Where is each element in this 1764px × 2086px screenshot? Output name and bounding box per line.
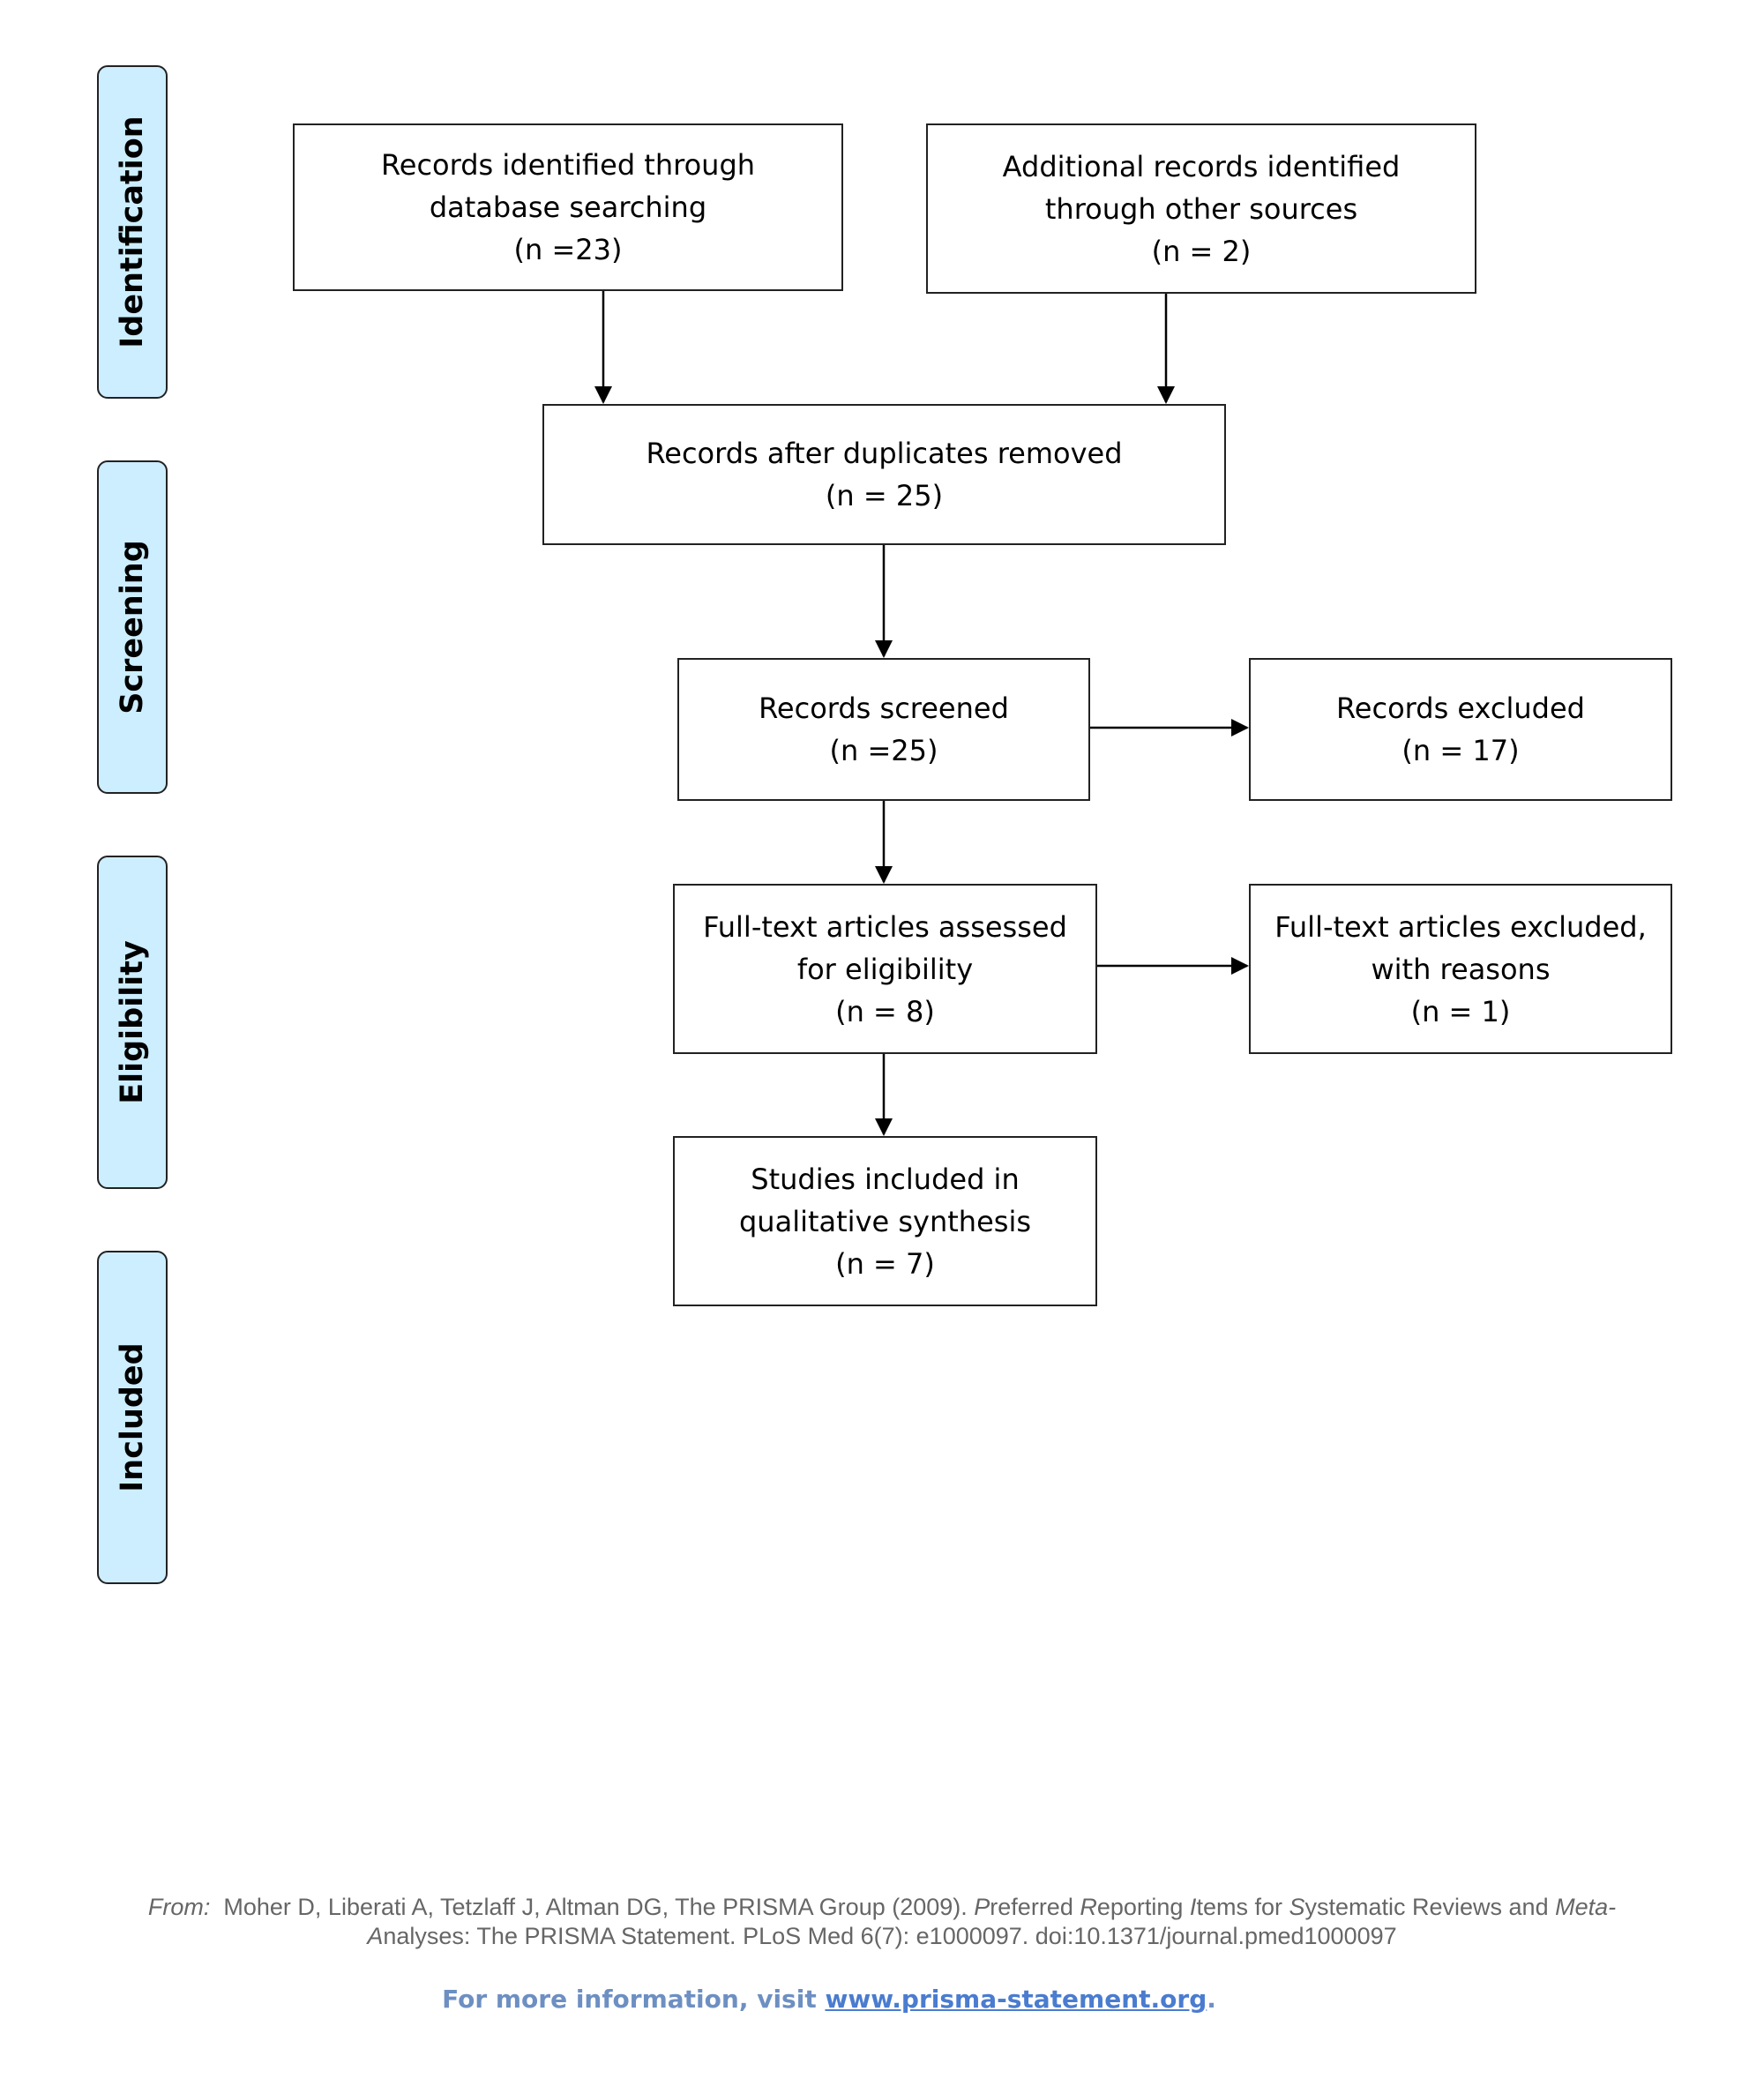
citation-title-ystematic: ystematic Reviews and (1304, 1894, 1556, 1920)
stage-screening: Screening (97, 460, 168, 794)
more-info-period: . (1207, 1985, 1216, 2014)
citation-title-referred: referred (990, 1894, 1080, 1920)
arrowhead-dup-to-screened (875, 640, 893, 658)
box-records-screened: Records screened (n =25) (677, 658, 1090, 801)
box-fulltext-assessed: Full-text articles assessed for eligibil… (673, 884, 1097, 1054)
excluded-line-1: Records excluded (1336, 692, 1585, 725)
box-database-searching: Records identified through database sear… (293, 123, 843, 291)
stage-included: Included (97, 1251, 168, 1584)
other-sources-line-1: Additional records identified (1002, 149, 1401, 183)
dup-removed-line-1: Records after duplicates removed (646, 437, 1123, 470)
db-search-count: (n =23) (513, 233, 623, 266)
screened-count: (n =25) (829, 734, 938, 767)
fulltext-excluded-line-2: with reasons (1371, 952, 1551, 986)
included-count: (n = 7) (835, 1246, 935, 1281)
dup-removed-count: (n = 25) (825, 479, 944, 512)
arrowhead-other-to-dup (1157, 386, 1175, 404)
citation-title-a: A (367, 1923, 384, 1949)
citation-authors: Moher D, Liberati A, Tetzlaff J, Altman … (223, 1894, 975, 1920)
db-search-line-1: Records identified through (380, 148, 756, 182)
arrowhead-fulltext-to-excluded (1231, 957, 1249, 975)
other-sources-count: (n = 2) (1151, 234, 1252, 268)
citation-title-tems: tems for (1196, 1894, 1289, 1920)
box-studies-included: Studies included in qualitative synthesi… (673, 1136, 1097, 1306)
stage-eligibility: Eligibility (97, 856, 168, 1189)
citation-title-i: I (1189, 1894, 1197, 1920)
stage-identification: Identification (97, 65, 168, 399)
more-info-text: For more information, visit (442, 1985, 826, 2014)
fulltext-count: (n = 8) (835, 994, 935, 1028)
citation-rest: nalyses: The PRISMA Statement. PLoS Med … (383, 1923, 1397, 1949)
included-line-2: qualitative synthesis (738, 1204, 1031, 1238)
screened-line-1: Records screened (759, 692, 1009, 725)
arrowhead-db-to-dup (594, 386, 612, 404)
citation-title-eporting: eporting (1096, 1894, 1190, 1920)
included-line-1: Studies included in (751, 1162, 1020, 1196)
citation-title-s: S (1289, 1894, 1305, 1920)
excluded-count: (n = 17) (1401, 734, 1520, 767)
fulltext-line-2: for eligibility (796, 952, 974, 986)
box-duplicates-removed: Records after duplicates removed (n = 25… (542, 404, 1226, 545)
fulltext-excluded-line-1: Full-text articles excluded, (1274, 909, 1647, 944)
box-other-sources: Additional records identified through ot… (926, 123, 1476, 294)
fulltext-excluded-count: (n = 1) (1410, 994, 1511, 1028)
fulltext-line-1: Full-text articles assessed (703, 909, 1067, 944)
citation-title-meta: Meta- (1555, 1894, 1617, 1920)
arrowhead-screened-to-excluded (1231, 719, 1249, 736)
citation: From: Moher D, Liberati A, Tetzlaff J, A… (88, 1893, 1676, 1951)
arrowhead-screened-to-fulltext (875, 866, 893, 884)
box-records-excluded: Records excluded (n = 17) (1249, 658, 1672, 801)
arrowhead-fulltext-to-included (875, 1118, 893, 1136)
db-search-line-2: database searching (429, 191, 707, 224)
more-info: For more information, visit www.prisma-s… (0, 1985, 1658, 2014)
other-sources-line-2: through other sources (1044, 191, 1358, 226)
citation-title-r: R (1080, 1894, 1097, 1920)
box-fulltext-excluded: Full-text articles excluded, with reason… (1249, 884, 1672, 1054)
citation-from-label: From: (147, 1894, 211, 1920)
prisma-link[interactable]: www.prisma-statement.org (825, 1985, 1207, 2014)
citation-title-p: P (974, 1894, 990, 1920)
